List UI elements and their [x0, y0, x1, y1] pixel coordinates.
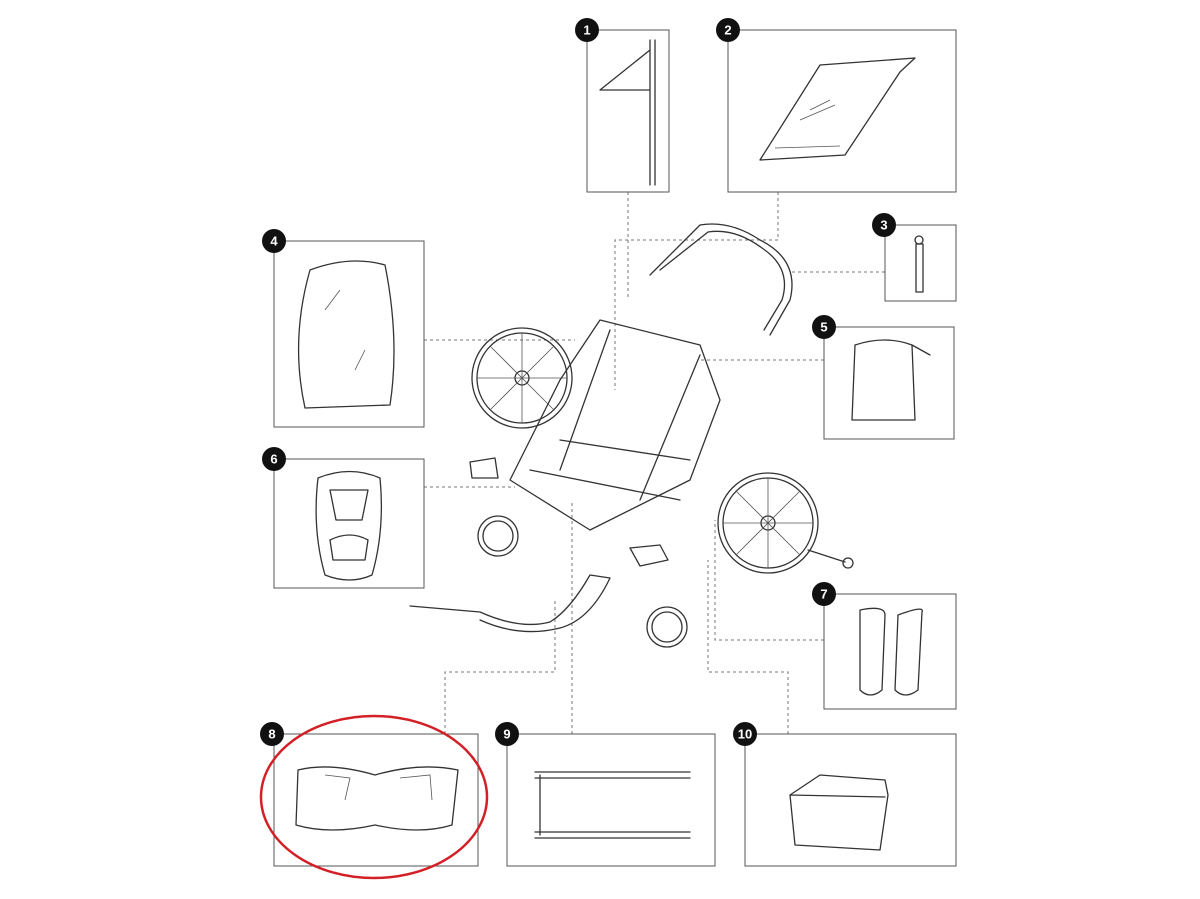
leader-lines	[424, 192, 885, 734]
badge-3: 3	[872, 213, 896, 237]
badge-4: 4	[262, 229, 286, 253]
svg-text:6: 6	[270, 452, 277, 467]
part-8	[273, 733, 479, 867]
svg-text:2: 2	[724, 23, 731, 38]
svg-text:10: 10	[738, 727, 752, 742]
part-2	[727, 29, 957, 193]
svg-text:1: 1	[583, 23, 590, 38]
badge-10: 10	[733, 722, 757, 746]
part-9	[506, 733, 716, 867]
right-front-wheel	[646, 606, 688, 648]
badge-5: 5	[812, 315, 836, 339]
svg-text:8: 8	[268, 727, 275, 742]
badge-9: 9	[495, 722, 519, 746]
part-7	[823, 593, 957, 710]
left-front-wheel	[477, 515, 519, 557]
highlight-circle	[259, 714, 489, 880]
badge-8: 8	[260, 722, 284, 746]
svg-text:7: 7	[820, 587, 827, 602]
part-10	[744, 733, 957, 867]
badge-6: 6	[262, 447, 286, 471]
badge-2: 2	[716, 18, 740, 42]
part-6	[273, 458, 425, 589]
right-rear-wheel	[717, 472, 819, 574]
part-5	[823, 326, 955, 440]
badge-1: 1	[575, 18, 599, 42]
svg-text:3: 3	[880, 218, 887, 233]
badge-7: 7	[812, 582, 836, 606]
stroller-frame-illustration	[409, 223, 854, 648]
svg-text:4: 4	[270, 234, 278, 249]
svg-text:5: 5	[820, 320, 827, 335]
left-rear-wheel	[471, 327, 573, 429]
part-1	[586, 29, 670, 193]
part-3	[884, 224, 957, 302]
part-4	[273, 240, 425, 428]
svg-text:9: 9	[503, 727, 510, 742]
